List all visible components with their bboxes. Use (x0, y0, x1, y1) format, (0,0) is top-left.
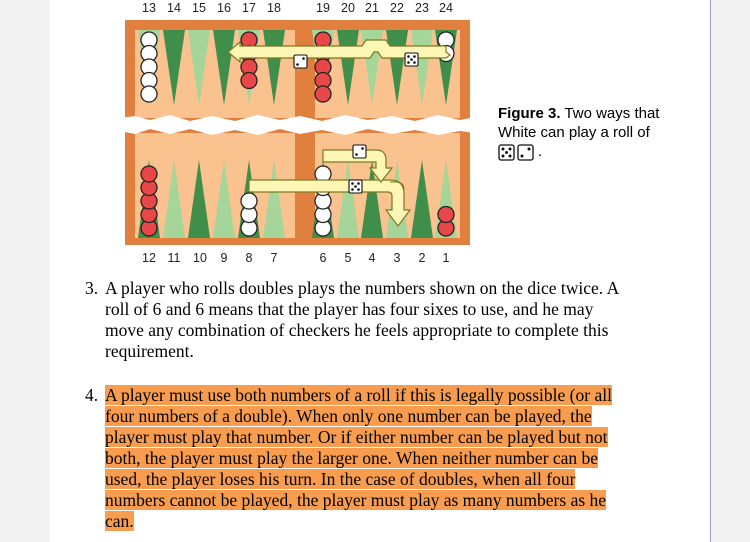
die-pip (351, 188, 354, 191)
figure-label: Figure 3. (498, 105, 561, 122)
checker (240, 192, 258, 210)
rule-number: 3. (85, 278, 99, 298)
board-point (188, 160, 210, 238)
point-number-label: 12 (142, 251, 156, 265)
point-number-label: 20 (341, 1, 355, 15)
rule-line: A player who rolls doubles plays the num… (105, 278, 620, 298)
die-pip (296, 63, 299, 66)
board-point (263, 160, 285, 238)
die-pip (361, 147, 364, 150)
point-number-label: 16 (217, 1, 231, 15)
point-number-label: 21 (365, 1, 379, 15)
point-number-label: 18 (267, 1, 281, 15)
move-arrow (322, 149, 394, 183)
checker (140, 165, 158, 183)
arrow-detail (390, 181, 405, 191)
point-number-label: 13 (142, 1, 156, 15)
die-pip (413, 61, 416, 64)
rule-item-4: 4. A player must use both numbers of a r… (85, 385, 612, 532)
point-number-label: 17 (242, 1, 256, 15)
board-point (188, 30, 210, 105)
point-number-label: 23 (415, 1, 429, 15)
rule-line: requirement. (105, 341, 194, 361)
board-point (163, 160, 185, 238)
board-point (361, 160, 383, 238)
board-point (213, 30, 235, 105)
die-pip (413, 55, 416, 58)
highlighted-line: four numbers of a double). When only one… (105, 406, 592, 426)
figure-caption-text: Two ways that White can play a roll of (498, 105, 660, 141)
page-edge-divider (710, 0, 711, 542)
die-pip (410, 58, 413, 61)
board-point (411, 160, 433, 238)
move-arrow (227, 39, 451, 64)
die-two-icon (517, 144, 534, 161)
highlighted-line: used, the player loses his turn. In the … (105, 469, 576, 489)
checker (314, 85, 332, 103)
checker (240, 71, 258, 90)
point-number-label: 6 (320, 251, 327, 265)
die-pip (351, 182, 354, 185)
point-number-label: 8 (246, 251, 253, 265)
die-pip (357, 188, 360, 191)
die-pip (355, 153, 358, 156)
point-number-label: 14 (167, 1, 181, 15)
figure-caption-period: . (538, 143, 543, 160)
point-number-label: 3 (394, 251, 401, 265)
dice-pair-icon (498, 144, 534, 161)
highlighted-line: A player must use both numbers of a roll… (105, 385, 612, 405)
point-number-label: 24 (439, 1, 453, 15)
rule-line: roll of 6 and 6 means that the player ha… (105, 299, 594, 319)
point-number-label: 7 (271, 251, 278, 265)
checker (437, 205, 455, 224)
board-point (337, 160, 359, 238)
die-five-icon (498, 144, 515, 161)
point-number-label: 19 (316, 1, 330, 15)
highlighted-line: can. (105, 511, 134, 531)
board-point (213, 160, 235, 238)
die-two-icon (352, 144, 367, 159)
board-point (163, 30, 185, 105)
die-pip (407, 55, 410, 58)
point-number-label: 4 (369, 251, 376, 265)
die-two-icon (293, 54, 308, 69)
highlighted-line: numbers cannot be played, the player mus… (105, 490, 607, 510)
checker (140, 85, 158, 103)
highlighted-line: player must play that number. Or if eith… (105, 427, 608, 447)
point-number-label: 9 (221, 251, 228, 265)
highlighted-line: both, the player must play the larger on… (105, 448, 599, 468)
figure-caption: Figure 3. Two ways that White can play a… (498, 104, 698, 161)
rule-item-3: 3. A player who rolls doubles plays the … (85, 278, 620, 362)
die-pip (302, 57, 305, 60)
point-number-label: 15 (192, 1, 206, 15)
point-number-label: 10 (193, 251, 207, 265)
point-number-label: 11 (168, 251, 181, 265)
die-pip (407, 61, 410, 64)
point-number-label: 1 (443, 251, 450, 265)
torn-divider (120, 115, 475, 135)
die-pip (354, 185, 357, 188)
rule-number: 4. (85, 385, 99, 405)
die-pip (357, 182, 360, 185)
point-number-label: 5 (345, 251, 352, 265)
rule-line: move any combination of checkers he feel… (105, 320, 609, 340)
point-number-label: 22 (390, 1, 404, 15)
point-number-label: 2 (419, 251, 426, 265)
